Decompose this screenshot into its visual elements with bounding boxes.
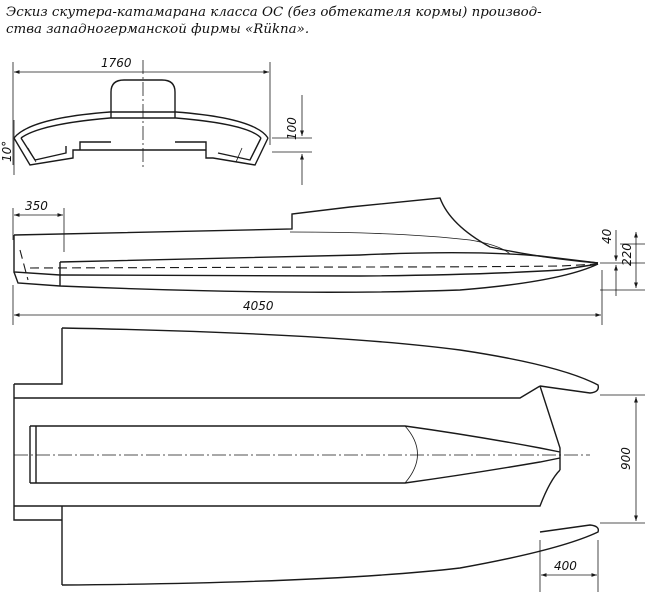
caption-line-2: ства западногерманской фирмы «Rükna». bbox=[6, 22, 310, 37]
figure-caption: Эскиз скутера-катамарана класса ОС (без … bbox=[6, 4, 646, 38]
dim-cabin-height: 100 bbox=[285, 117, 299, 140]
dim-depth-total: 220 bbox=[620, 243, 634, 266]
dim-angle: 10° bbox=[0, 141, 14, 162]
side-view: 350 40 220 4050 bbox=[12, 197, 645, 325]
front-view: 1760 100 10° bbox=[0, 56, 312, 185]
dim-bow-length: 400 bbox=[554, 559, 577, 573]
dim-beam: 900 bbox=[619, 447, 633, 470]
dim-length: 4050 bbox=[243, 299, 274, 313]
caption-line-1: Эскиз скутера-катамарана класса ОС (без … bbox=[6, 5, 542, 20]
dim-width-top: 1760 bbox=[101, 56, 132, 70]
dim-depth-small: 40 bbox=[600, 228, 614, 244]
dim-stern-offset: 350 bbox=[25, 199, 48, 213]
plan-view: 900 400 bbox=[13, 327, 645, 592]
